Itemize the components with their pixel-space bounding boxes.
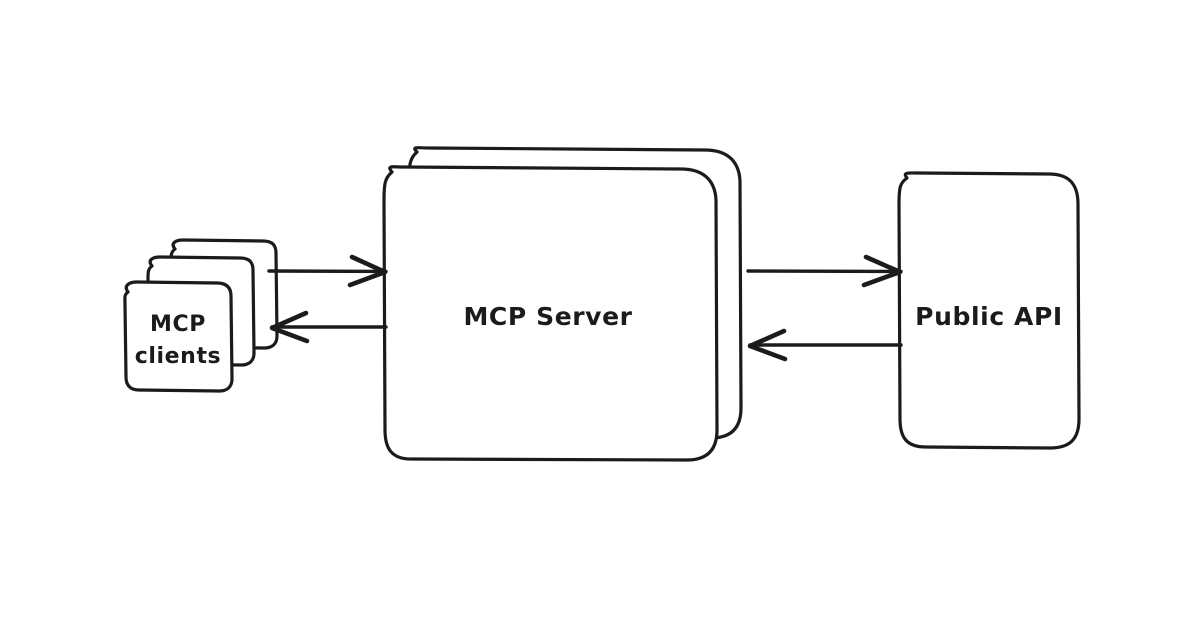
public-api-box xyxy=(897,171,1081,450)
mcp-server-box-front xyxy=(382,165,719,462)
edge-clients-to-server[interactable] xyxy=(267,254,388,288)
mcp-clients-box-front xyxy=(123,280,234,393)
node-mcp-server[interactable]: MCP Server xyxy=(382,146,743,462)
edge-server-to-api-line xyxy=(746,269,903,274)
edge-server-to-api-arrowhead xyxy=(861,254,903,288)
public-api-label: Public API xyxy=(915,302,1063,331)
edge-api-to-server[interactable] xyxy=(747,328,903,362)
edge-server-to-clients-arrowhead xyxy=(269,310,310,344)
mcp-server-label: MCP Server xyxy=(463,302,632,331)
mcp-clients-label-line2: clients xyxy=(135,344,222,369)
edge-api-to-server-arrowhead xyxy=(747,328,788,362)
edge-server-to-api[interactable] xyxy=(746,254,903,288)
edge-server-to-clients[interactable] xyxy=(269,310,388,344)
edge-clients-to-server-line xyxy=(267,269,388,274)
node-mcp-clients[interactable]: MCP clients xyxy=(123,238,279,393)
node-public-api[interactable]: Public API xyxy=(897,171,1081,450)
mcp-clients-label-line1: MCP xyxy=(150,312,206,337)
edge-clients-to-server-arrowhead xyxy=(347,254,388,288)
